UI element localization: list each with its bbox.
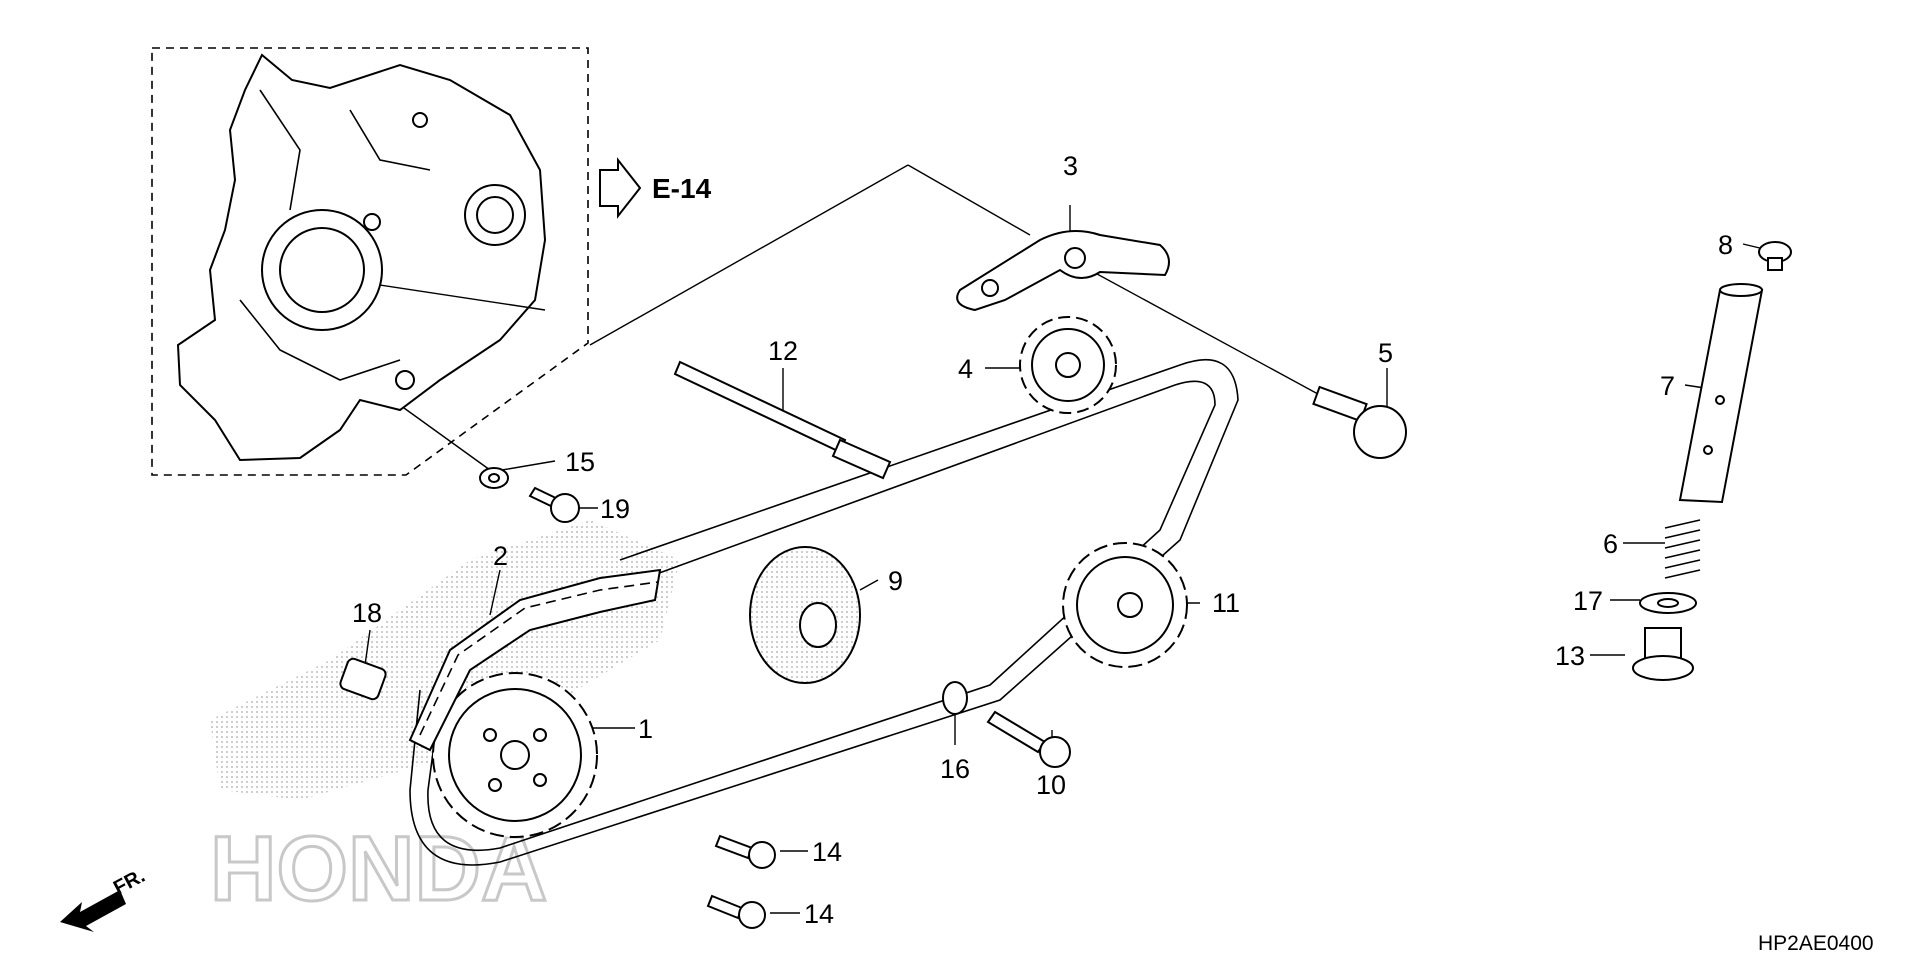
callout-17: 17 [1573,586,1603,616]
guide-roller-hub [799,602,837,648]
callout-4: 4 [958,354,973,384]
cap-bolt-stem [1767,257,1783,271]
arrow-left-down-icon [60,890,126,932]
sealing-bolt-flange [1632,655,1694,681]
tensioner-roller-sprocket [1019,316,1117,414]
callout-12: 12 [768,336,798,366]
callout-10: 10 [1036,770,1066,800]
callout-9: 9 [888,566,903,596]
callout-15: 15 [565,447,595,477]
front-direction-marker: FR. [60,865,149,932]
leader-tensioner-arm [907,164,1031,236]
cap-bolt-8 [1758,241,1792,271]
washer-17-hole [1657,598,1679,608]
collar-18 [339,657,387,701]
washer-hole [488,473,500,483]
chain-outline-outer [409,358,1239,866]
callout-13: 13 [1555,641,1585,671]
callout-6: 6 [1603,529,1618,559]
spring-6 [1664,519,1701,579]
cover-bore-inner [279,227,365,313]
callout-18: 18 [352,598,382,628]
cross-reference-label: E-14 [652,173,712,204]
cover-ribs [239,89,431,381]
sprocket-hole [483,728,497,742]
idler-hub [1117,592,1143,618]
drive-sprocket [432,672,598,838]
cover-bolt-hole [395,370,415,390]
bolt-14b-head [738,901,766,929]
leader-cover [589,164,909,346]
tensioner-tube [1678,283,1764,504]
callout-14b: 14 [804,899,834,929]
drive-chain-loop [409,358,1239,866]
callout-11: 11 [1212,588,1240,618]
chain-links [408,568,662,752]
chain-outline-inner [427,380,1216,852]
bolt-19-head [550,493,580,523]
sprocket-hub [500,740,530,770]
bolt-19 [528,486,580,523]
tensioner-arm-pin [981,279,999,297]
bolt-14b-shank [706,894,744,920]
roller-hub [1055,352,1081,378]
callout-1: 1 [638,714,653,744]
washer-16-outer [942,681,968,715]
cover-boss-inner [476,196,514,234]
sprocket-hole [488,778,502,792]
leader-cover-dowel [379,284,546,311]
cover-bolt-hole [363,213,381,231]
leader-washer-15 [403,407,491,471]
callout-2: 2 [493,541,508,571]
tensioner-arm-hole [1064,247,1086,269]
arrow-right-icon [599,157,642,219]
callout-8: 8 [1718,230,1733,260]
cover-bolt-hole [412,112,428,128]
sprocket-hole [533,773,547,787]
callout-18-line [364,629,371,666]
callout-9-line [859,579,879,591]
idler-sprocket [1062,542,1188,668]
long-shaft [673,360,892,480]
spring-coils [1664,519,1701,579]
bolt-14a-head [748,841,776,869]
washer-17 [1639,592,1697,614]
bolt-14a-shank [714,834,754,860]
shaft-body [673,360,847,454]
collar-body [339,657,387,701]
cross-reference: E-14 [599,157,712,219]
sealing-bolt-13 [1632,627,1694,681]
washer-15 [479,467,509,489]
tube-hole [1703,445,1713,455]
tube-hole [1715,395,1725,405]
bolt-14a [714,834,776,869]
bolt-10-shank [986,710,1047,754]
callout-7: 7 [1660,371,1675,401]
bolt-14b [706,894,766,929]
callout-labels: 1 2 3 4 5 6 7 8 9 10 11 12 13 14 14 15 1… [352,151,1733,929]
crankcase-cover-group [151,47,589,476]
bolt-10 [986,710,1071,768]
callout-16: 16 [940,754,970,784]
callout-19: 19 [600,494,630,524]
sprocket-hole [533,728,547,742]
tube-top [1719,283,1763,297]
pivot-bolt-head [1353,405,1407,459]
shaft-threaded-end [831,438,892,480]
callout-2-line [489,569,501,616]
callout-14a: 14 [812,837,842,867]
washer-16 [942,681,968,715]
bolt-10-head [1039,736,1071,768]
callout-5: 5 [1378,338,1393,368]
reference-box [151,47,589,476]
tensioner-arm-body [956,230,1170,312]
callout-15-line [501,460,556,471]
chain-guide-roller [749,546,861,684]
tensioner-arm [956,230,1170,312]
pivot-bolt [1312,385,1407,459]
callout-3: 3 [1063,151,1078,181]
diagram-reference-code: HP2AE0400 [1758,932,1874,955]
